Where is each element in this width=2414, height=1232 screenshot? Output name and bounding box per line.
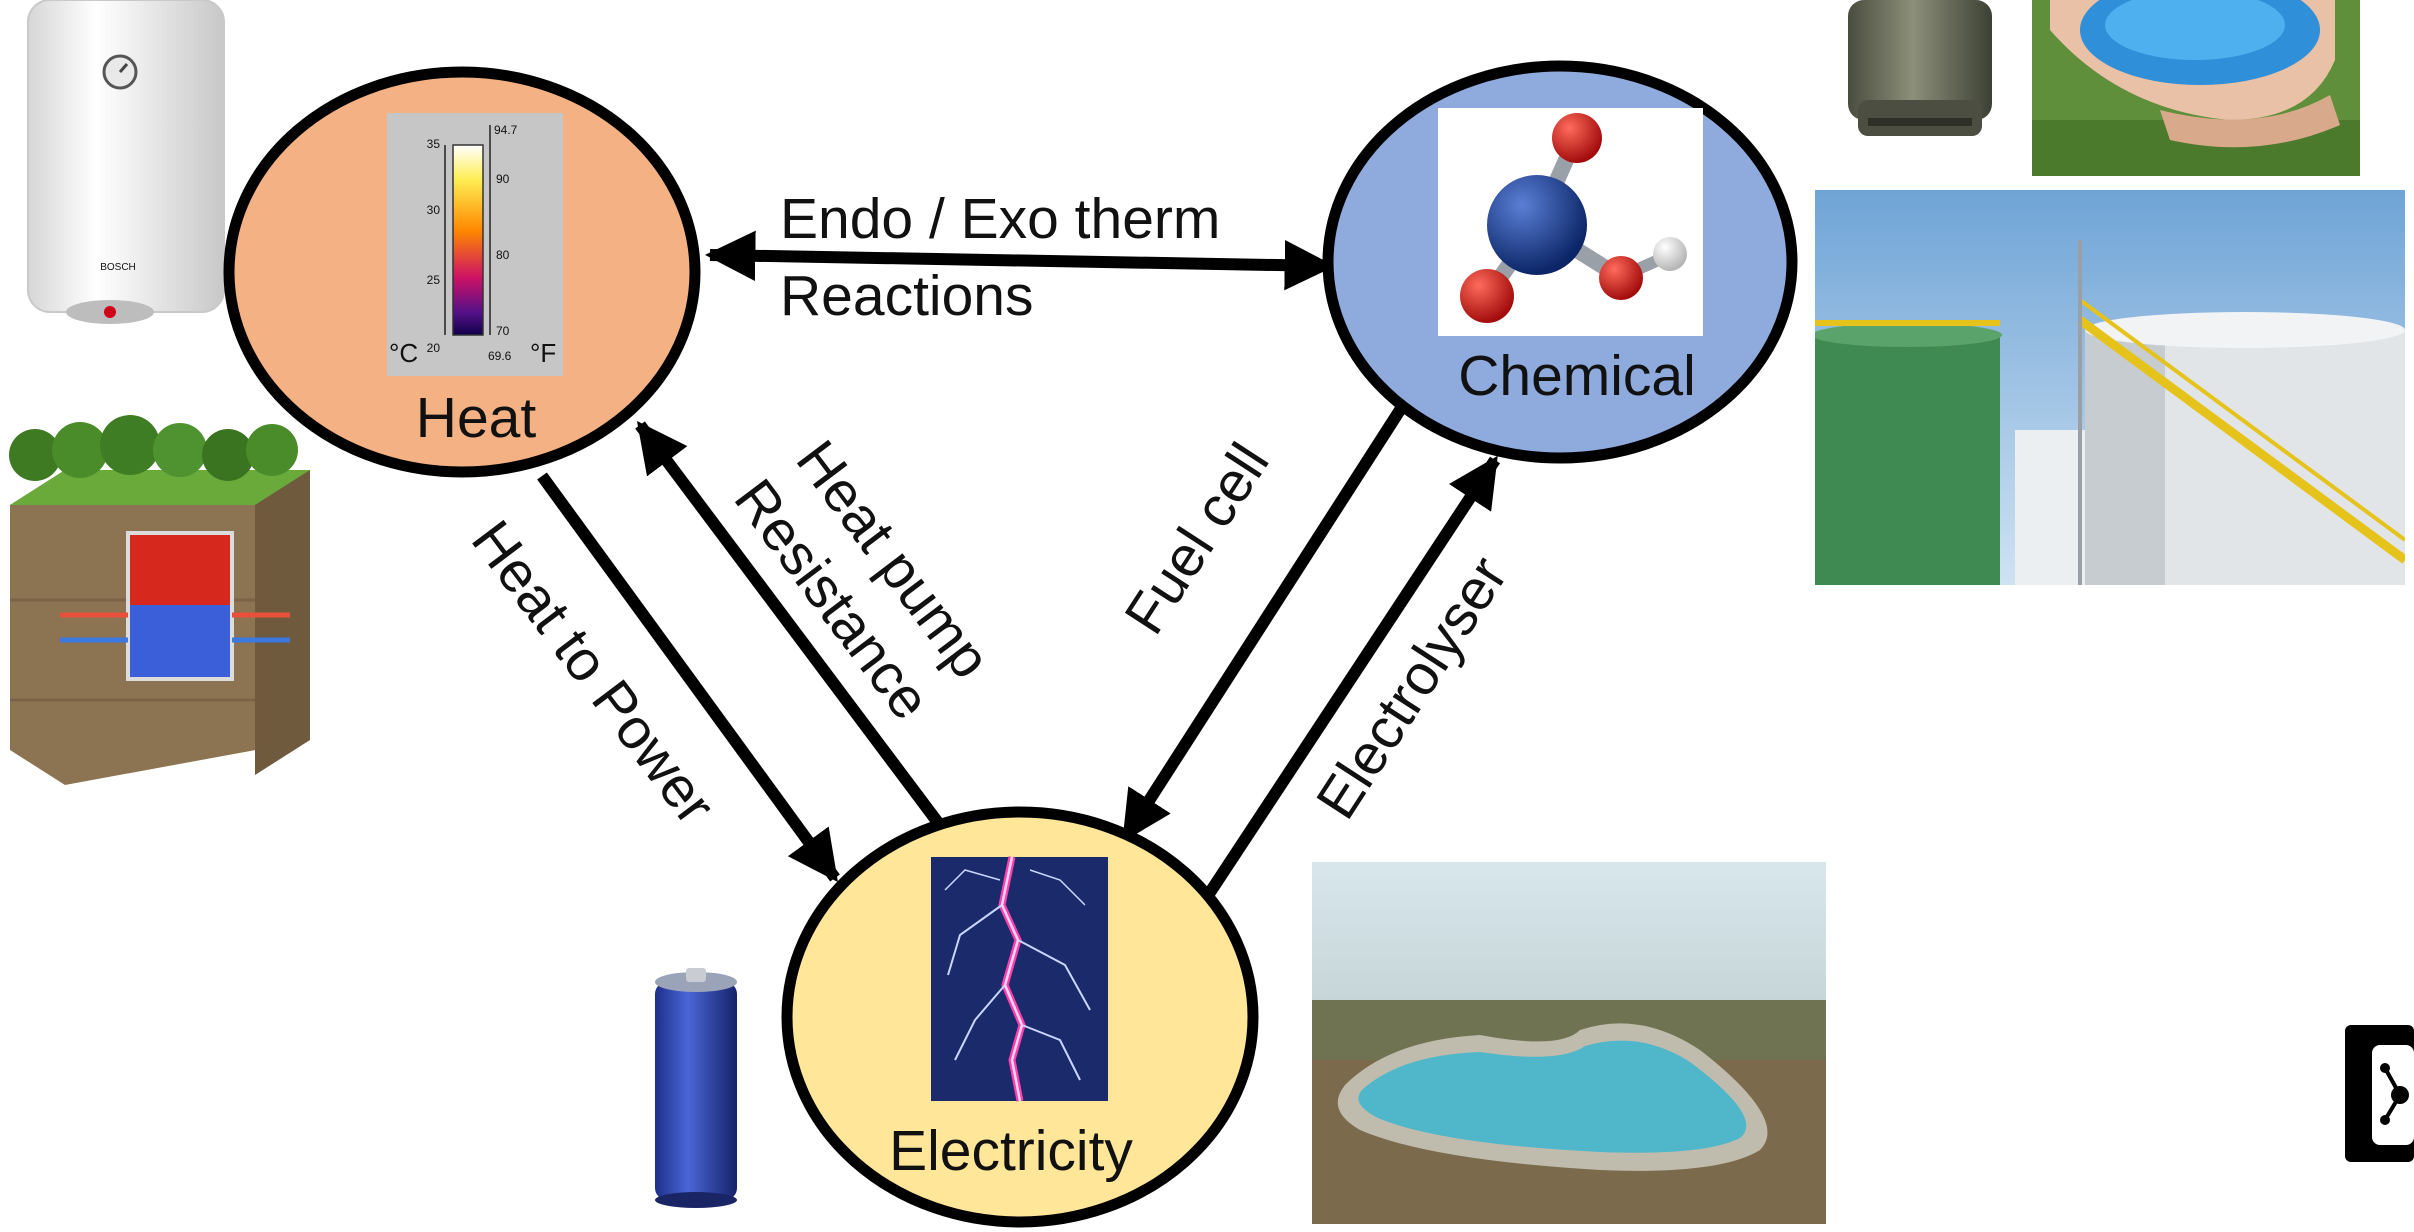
celsius-tick-30: 30 [427, 203, 441, 217]
fahrenheit-tick-94: 94.7 [494, 123, 518, 137]
fahrenheit-tick-90: 90 [496, 172, 510, 186]
lightning-icon [931, 856, 1108, 1102]
underground-thermal-storage-icon [9, 415, 310, 785]
arrow-heat-to-power [537, 472, 840, 883]
thermometer-icon: 35 30 25 20 94.7 90 80 70 69.6 °C °F [387, 113, 563, 376]
fuel-cell-label: Fuel cell [1112, 432, 1281, 645]
heat-label: Heat [416, 386, 537, 450]
fahrenheit-tick-70: 70 [496, 324, 510, 338]
arrow-endo-exo [704, 230, 1336, 291]
fahrenheit-tick-69: 69.6 [488, 349, 512, 363]
svg-text:BOSCH: BOSCH [100, 262, 136, 273]
node-heat: 35 30 25 20 94.7 90 80 70 69.6 °C °F Hea… [223, 66, 701, 478]
node-chemical: Chemical [1322, 60, 1798, 464]
celsius-tick-25: 25 [427, 273, 441, 287]
endo-exo-label: Endo / Exo therm [780, 187, 1220, 251]
arrows [537, 230, 1501, 904]
reactions-label: Reactions [780, 264, 1033, 328]
fahrenheit-tick-80: 80 [496, 248, 510, 262]
node-electricity: Electricity [781, 806, 1259, 1228]
chemical-label: Chemical [1458, 344, 1696, 408]
celsius-tick-35: 35 [427, 137, 441, 151]
diagram-tool-icon[interactable] [2345, 1025, 2414, 1162]
fertilizer-hands-icon [2032, 0, 2360, 176]
arrow-fuel-cell [1119, 406, 1406, 843]
storage-tanks-icon [1815, 190, 2405, 585]
fahrenheit-unit: °F [530, 338, 556, 368]
celsius-unit: °C [389, 338, 418, 368]
electricity-label: Electricity [889, 1119, 1133, 1183]
arrow-heat-pump [635, 420, 950, 836]
arrow-electrolyser [1199, 455, 1501, 904]
battery-icon [655, 968, 737, 1208]
water-heater-icon: BOSCH [27, 0, 225, 324]
gas-cylinder-icon [1848, 0, 1992, 136]
celsius-tick-20: 20 [427, 341, 441, 355]
molecule-icon [1438, 108, 1703, 336]
pumped-hydro-reservoir-icon [1312, 862, 1826, 1224]
